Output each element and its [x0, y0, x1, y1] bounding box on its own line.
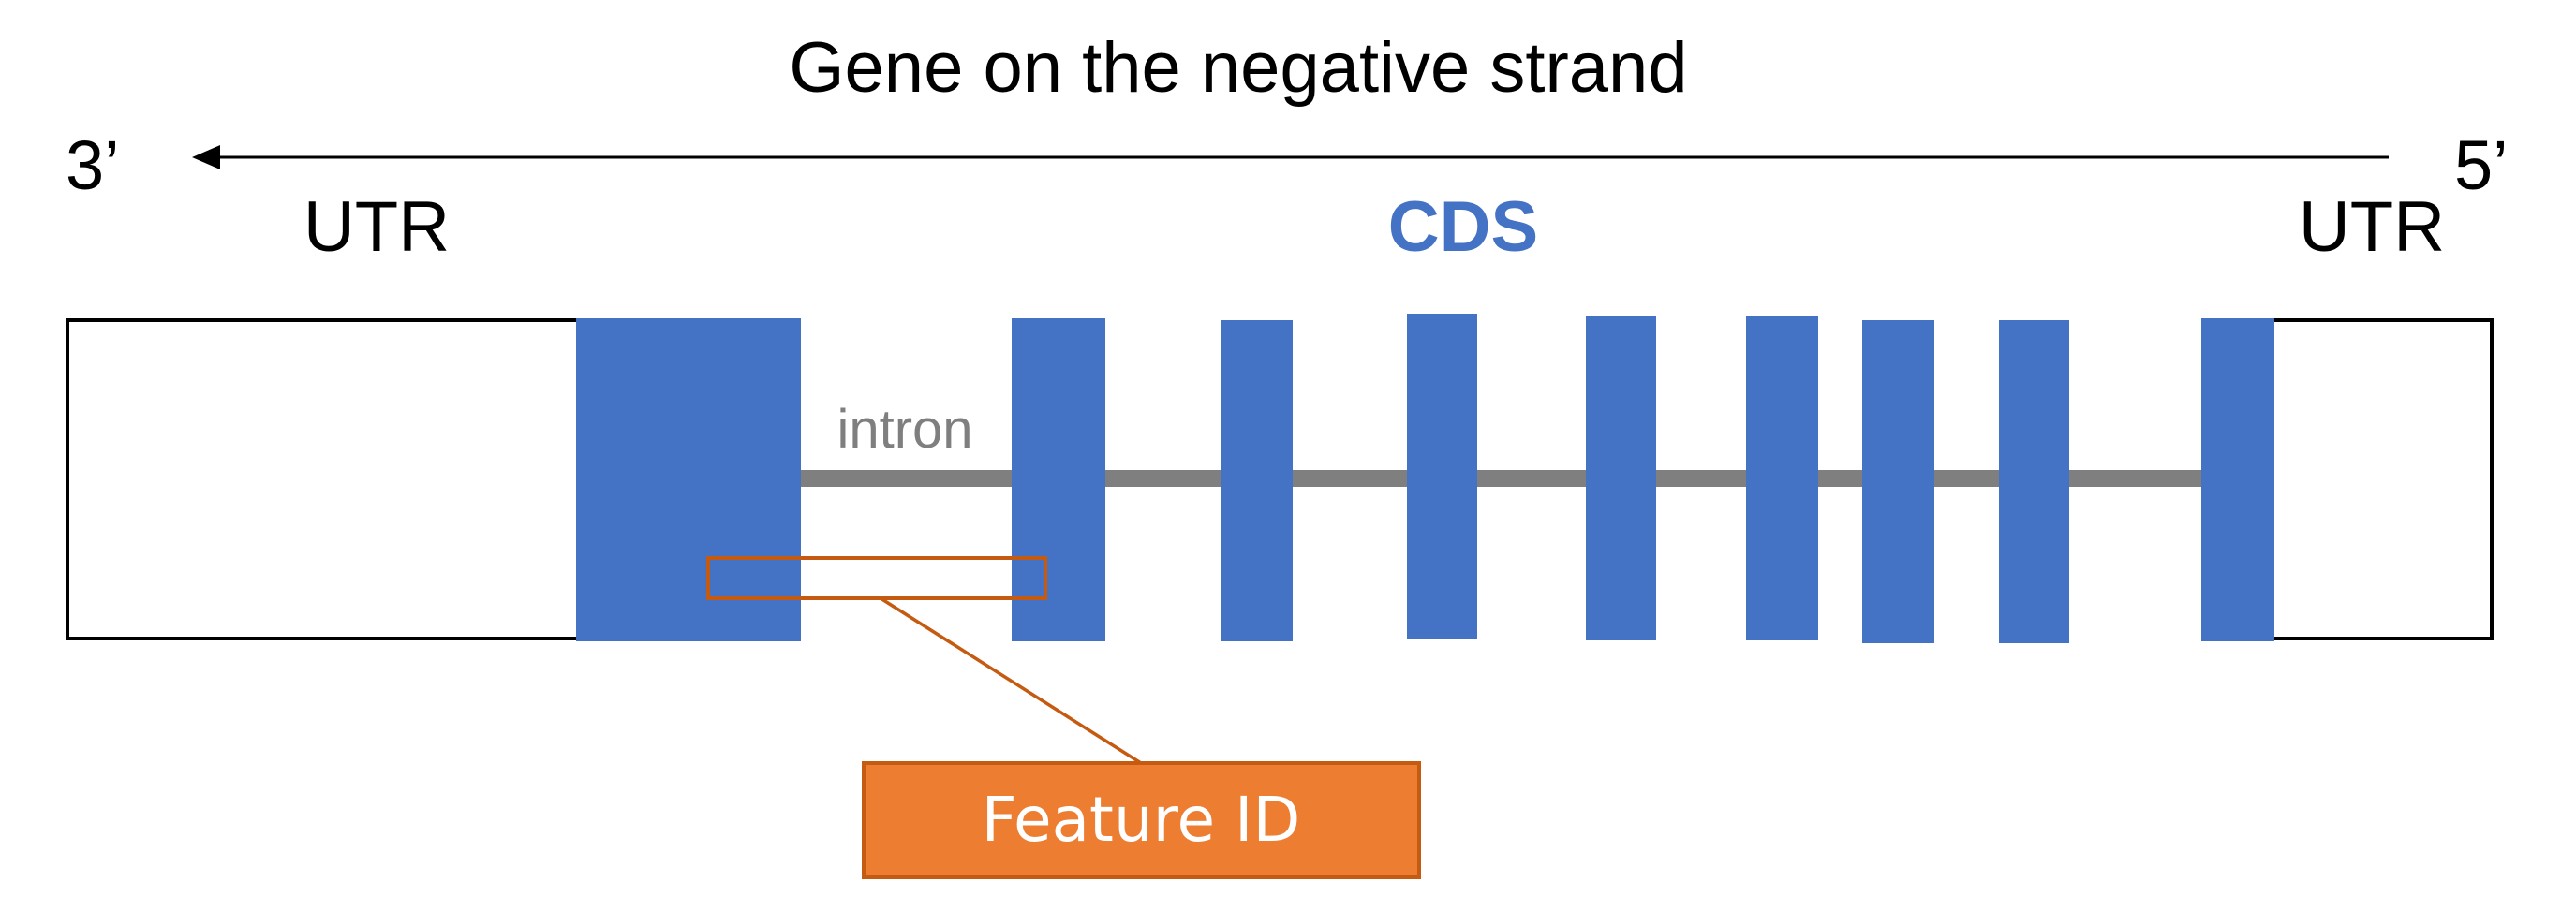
- cds-exon-2: [1012, 318, 1105, 641]
- five-prime-label: 5’: [2454, 126, 2509, 204]
- cds-exon-1: [576, 318, 801, 641]
- cds-exon-6: [1746, 316, 1818, 640]
- utr-box-right: [2270, 318, 2494, 640]
- utr-left-label: UTR: [303, 187, 450, 267]
- diagram-title: Gene on the negative strand: [789, 28, 1687, 108]
- cds-exon-8: [1999, 320, 2069, 643]
- arrowhead-left-icon: [192, 145, 220, 169]
- cds-exon-9: [2201, 318, 2274, 641]
- feature-id-callout: [862, 761, 1421, 879]
- utr-box-left: [66, 318, 580, 640]
- three-prime-label: 3’: [66, 126, 120, 204]
- callout-connector-line: [880, 596, 1142, 765]
- feature-id-label: Feature ID: [982, 784, 1301, 856]
- intron-label: intron: [836, 399, 972, 460]
- intron-line: [798, 470, 2203, 487]
- feature-highlight-box: [706, 556, 1047, 600]
- cds-exon-4: [1407, 314, 1477, 639]
- cds-exon-3: [1221, 320, 1293, 641]
- utr-right-label: UTR: [2299, 187, 2445, 267]
- cds-label: CDS: [1388, 187, 1538, 267]
- cds-exon-5: [1586, 316, 1656, 640]
- cds-exon-7: [1862, 320, 1934, 643]
